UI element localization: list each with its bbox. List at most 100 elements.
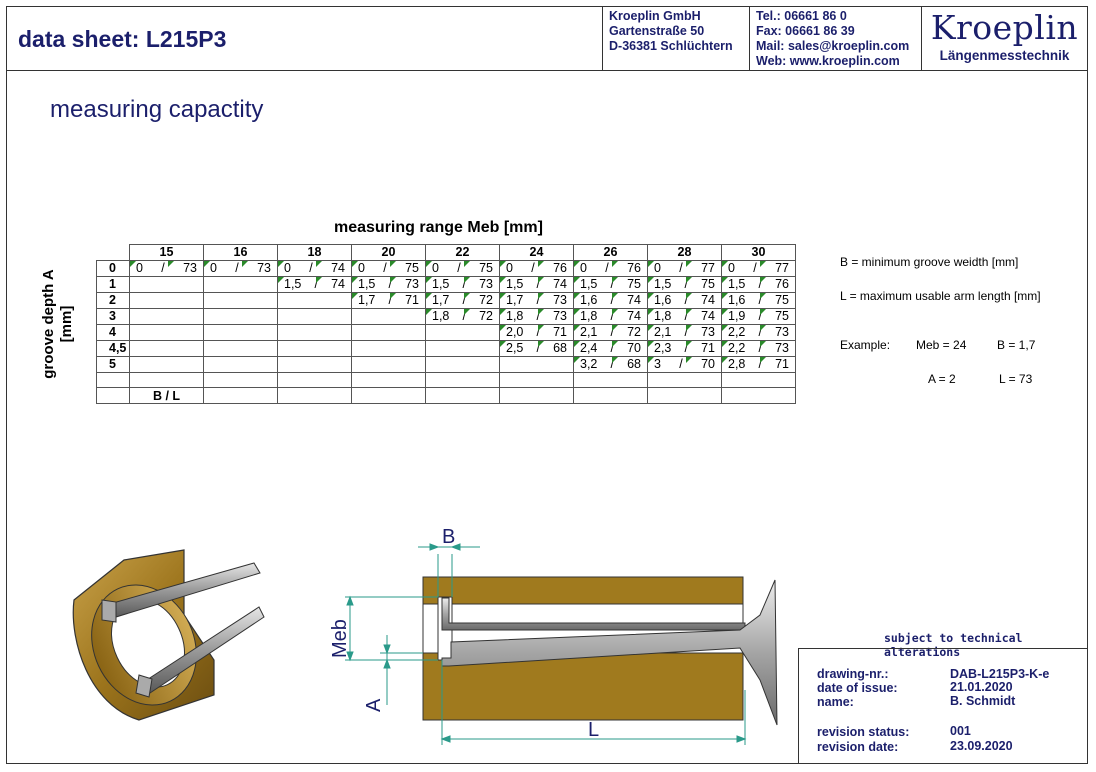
corner-marker <box>612 292 618 299</box>
corner-marker <box>390 260 396 267</box>
table-cell: 1,7/71 <box>351 291 426 309</box>
corner-marker <box>464 292 470 299</box>
corner-marker <box>760 276 766 283</box>
table-cell: 0/76 <box>573 259 648 277</box>
corner-marker <box>500 340 506 347</box>
cell-b-value: 1,8 <box>432 308 450 323</box>
cell-l-value: 71 <box>775 356 789 371</box>
corner-marker <box>464 308 470 315</box>
revision-date-label: revision date: <box>817 740 899 754</box>
cell-b-value: 0 <box>210 260 217 275</box>
table-cell <box>351 307 426 325</box>
cell-b-value: 1,6 <box>654 292 672 307</box>
cell-separator: / <box>388 276 392 291</box>
example-label: Example: <box>840 338 891 352</box>
corner-marker <box>648 276 654 283</box>
corner-marker <box>574 260 580 267</box>
table-cell <box>203 323 278 341</box>
corner-marker <box>538 340 544 347</box>
lower-contact-tip <box>135 674 153 698</box>
cell-b-value: 2,1 <box>654 324 672 339</box>
contact-mail[interactable]: Mail: sales@kroeplin.com <box>756 39 910 53</box>
column-header: 18 <box>277 244 352 261</box>
corner-marker <box>612 324 618 331</box>
row-header-depth <box>96 387 130 405</box>
corner-marker <box>722 308 728 315</box>
revision-status: 001 <box>950 724 971 738</box>
table-cell <box>351 339 426 357</box>
table-row <box>96 371 796 389</box>
column-header: 22 <box>425 244 500 261</box>
table-cell <box>129 355 204 373</box>
table-cell <box>499 355 574 373</box>
row-header-depth: 0 <box>96 259 130 277</box>
row-header-depth: 4 <box>96 323 130 341</box>
table-cell: 1,7/72 <box>425 291 500 309</box>
cell-separator: / <box>536 308 540 323</box>
corner-marker <box>426 260 432 267</box>
cell-separator: / <box>605 260 609 275</box>
cell-l-value: 74 <box>627 308 641 323</box>
table-cell <box>721 387 796 405</box>
example-meb: Meb = 24 <box>916 338 967 352</box>
cell-l-value: 74 <box>701 292 715 307</box>
cell-separator: / <box>309 260 313 275</box>
table-cell: 2,1/72 <box>573 323 648 341</box>
table-cell: 1,6/74 <box>647 291 722 309</box>
corner-marker <box>760 308 766 315</box>
cell-b-value: 1,6 <box>728 292 746 307</box>
cell-separator: / <box>536 276 540 291</box>
cell-b-value: 2,8 <box>728 356 746 371</box>
author-name: B. Schmidt <box>950 694 1016 708</box>
table-cell: 1,6/75 <box>721 291 796 309</box>
cell-separator: / <box>758 340 762 355</box>
table-cell <box>425 339 500 357</box>
cell-l-value: 73 <box>775 340 789 355</box>
cell-l-value: 70 <box>627 340 641 355</box>
table-cell: 2,2 / 73 <box>721 339 796 357</box>
table-cell <box>647 371 722 389</box>
cell-l-value: 75 <box>405 260 419 275</box>
upper-contact-tip <box>101 599 117 623</box>
cell-separator: / <box>536 324 540 339</box>
corner-marker <box>760 292 766 299</box>
table-cell <box>277 291 352 309</box>
table-cell <box>425 323 500 341</box>
company-contact: Tel.: 06661 86 0 Fax: 06661 86 39 Mail: … <box>749 6 921 70</box>
lower-arm-section <box>441 579 778 726</box>
cell-separator: / <box>457 260 461 275</box>
cell-l-value: 77 <box>701 260 715 275</box>
cell-l-value: 73 <box>257 260 271 275</box>
cell-b-value: 2,2 <box>728 324 746 339</box>
cell-separator: / <box>684 276 688 291</box>
cell-l-value: 72 <box>479 308 493 323</box>
cell-b-value: 2,2 <box>728 340 746 355</box>
example-a: A = 2 <box>928 372 956 386</box>
label-l: L <box>588 719 599 741</box>
cell-separator: / <box>684 324 688 339</box>
cell-b-value: 1,6 <box>580 292 598 307</box>
cell-separator: / <box>684 340 688 355</box>
cell-separator: / <box>610 308 614 323</box>
company-street: Gartenstraße 50 <box>609 24 705 38</box>
table-cell <box>203 339 278 357</box>
corner-marker <box>538 276 544 283</box>
table-cell <box>573 371 648 389</box>
corner-marker <box>500 308 506 315</box>
corner-marker <box>686 292 692 299</box>
table-cell <box>351 371 426 389</box>
cell-l-value: 73 <box>701 324 715 339</box>
contact-web[interactable]: Web: www.kroeplin.com <box>756 54 900 68</box>
cell-b-value: 1,9 <box>728 308 746 323</box>
page-frame <box>6 6 1088 764</box>
cell-b-value: 1,5 <box>284 276 302 291</box>
corner-marker <box>686 276 692 283</box>
table-cell <box>203 307 278 325</box>
cell-separator: / <box>235 260 239 275</box>
table-cell: 1,5/75 <box>573 275 648 293</box>
corner-marker <box>760 260 766 267</box>
cell-b-value: 1,5 <box>506 276 524 291</box>
cell-separator: / <box>753 260 757 275</box>
